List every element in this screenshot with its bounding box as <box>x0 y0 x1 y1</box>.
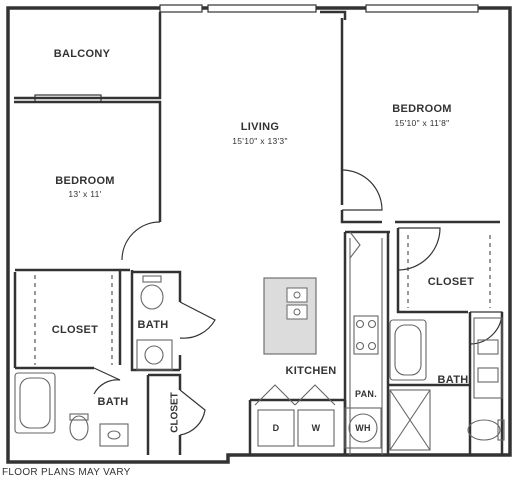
washer-label: W <box>311 423 321 433</box>
bath-right-label: BATH <box>437 374 469 386</box>
closet-dashed-lines <box>34 235 491 365</box>
closet-small-label: CLOSET <box>169 392 181 433</box>
bath-center-label: BATH <box>137 319 169 331</box>
living-dimensions: 15'10" x 13'3" <box>232 136 288 146</box>
closet-right-label: CLOSET <box>427 276 475 288</box>
pantry-label: PAN. <box>354 389 378 399</box>
closet-left-label: CLOSET <box>51 324 99 336</box>
bedroom-right-dimensions: 15'10" x 11'8" <box>394 118 450 128</box>
balcony-label: BALCONY <box>53 48 111 60</box>
water-heater-label: WH <box>355 423 371 433</box>
bedroom-left-dimensions: 13' x 11' <box>68 189 102 199</box>
bedroom-right-label: BEDROOM <box>392 103 452 115</box>
door-swings <box>93 169 503 436</box>
floor-plan-disclaimer: FLOOR PLANS MAY VARY <box>2 467 131 478</box>
kitchen-label: KITCHEN <box>285 365 337 377</box>
interior-walls <box>13 10 504 456</box>
kitchen-island <box>263 277 317 355</box>
bedroom-left-label: BEDROOM <box>55 175 115 187</box>
dryer-label: D <box>272 423 280 433</box>
bath-left-label: BATH <box>97 396 129 408</box>
living-label: LIVING <box>240 121 280 133</box>
exterior-walls <box>6 6 512 464</box>
fixtures <box>14 231 505 455</box>
